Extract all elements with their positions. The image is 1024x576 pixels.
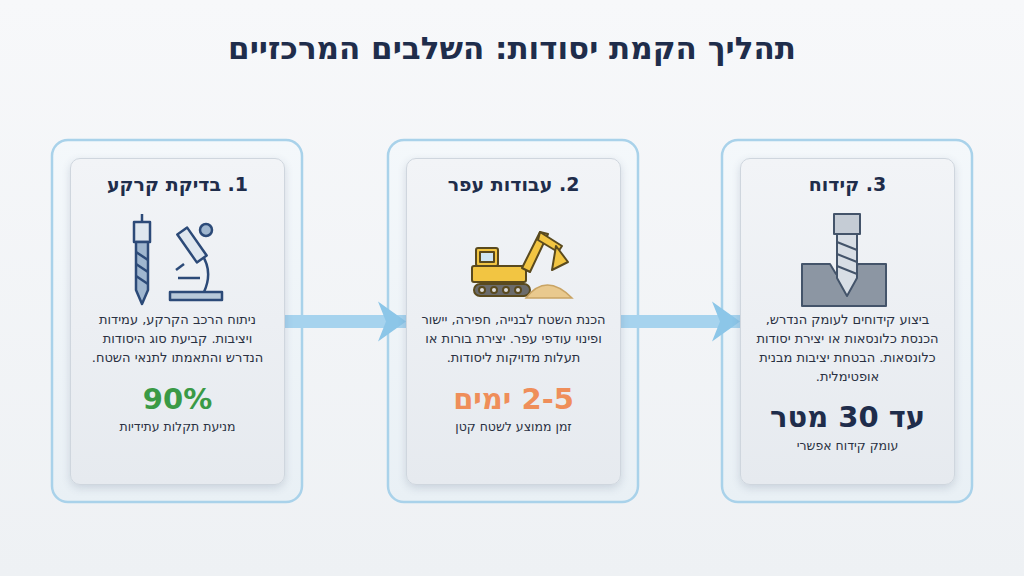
card-frame [52, 140, 302, 502]
drill-icon [802, 214, 886, 306]
step-metric: 2-5 ימים [453, 384, 574, 416]
step-heading: 1. בדיקת קרקע [107, 173, 248, 195]
step-description: ביצוע קידוחים לעומק הנדרש, הכנסת כלונסאו… [755, 311, 940, 386]
metric-caption: עומק קידוח אפשרי [797, 438, 898, 453]
step-card: 3. קידוח ביצוע קידוחים לעומק הנדרש, הכנסת… [740, 158, 955, 485]
metric-caption: מניעת תקלות עתידיות [119, 419, 235, 434]
step-card: 1. בדיקת קרקע ניתוח הרכב הקרקע, עמידות וי… [70, 158, 285, 485]
step-metric: 90% [143, 384, 212, 416]
card-frame [388, 140, 638, 502]
step-card: 2. עבודות עפר הכנת השטח לבנייה, חפירה, יי… [406, 158, 621, 485]
microscope-icon [170, 224, 222, 300]
flow-arrow [621, 315, 740, 328]
soil-probe-icon [134, 214, 150, 304]
card-frame [722, 140, 972, 502]
step-heading: 3. קידוח [809, 173, 886, 195]
diagram-title: תהליך הקמת יסודות: השלבים המרכזיים [0, 30, 1024, 66]
step-description: הכנת השטח לבנייה, חפירה, יישור ופינוי עו… [421, 311, 606, 368]
excavator-icon [472, 232, 568, 296]
metric-caption: זמן ממוצע לשטח קטן [455, 419, 571, 434]
flow-arrow [285, 315, 406, 328]
step-description: ניתוח הרכב הקרקע, עמידות ויציבות. קביעת … [85, 311, 270, 368]
step-metric: עד 30 מטר [770, 402, 925, 434]
dirt-pile [526, 285, 572, 298]
step-heading: 2. עבודות עפר [448, 173, 580, 195]
